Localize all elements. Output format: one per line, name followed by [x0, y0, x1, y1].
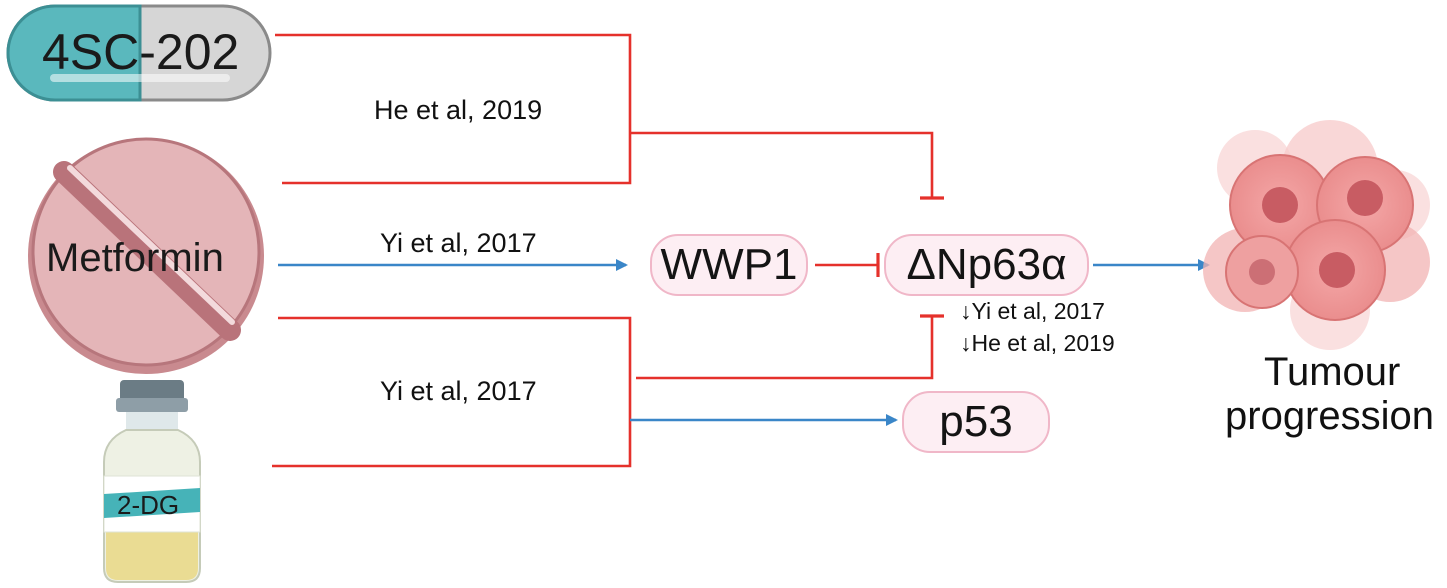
ref-he-2019: He et al, 2019 [374, 95, 543, 125]
tumour-cells-icon [1203, 120, 1430, 350]
vial-label: 2-DG [117, 490, 180, 520]
inhibit-yi-2017-lines [272, 314, 944, 468]
metformin-pill-icon [28, 137, 264, 374]
outcome-line2: progression [1225, 394, 1435, 438]
pill-label: Metformin [46, 236, 224, 280]
ref-yi-2017-bottom: Yi et al, 2017 [380, 376, 537, 406]
p53-node: p53 [902, 391, 1050, 453]
outcome-line1: Tumour [1264, 350, 1401, 394]
ref-yi-2017-metformin: Yi et al, 2017 [380, 228, 537, 258]
inhibit-he-2019-lines [275, 33, 944, 200]
capsule-label: 4SC-202 [42, 24, 240, 80]
dnp63a-note-yi: ↓Yi et al, 2017 [960, 298, 1105, 324]
capsule-4sc202-icon [6, 4, 272, 102]
vial-2dg-icon [103, 380, 201, 583]
dnp63a-note-he: ↓He et al, 2019 [960, 330, 1115, 356]
dnp63a-node: ΔNp63α [884, 234, 1089, 296]
wwp1-inhibits-dnp63a [815, 253, 880, 277]
wwp1-node: WWP1 [650, 234, 808, 296]
